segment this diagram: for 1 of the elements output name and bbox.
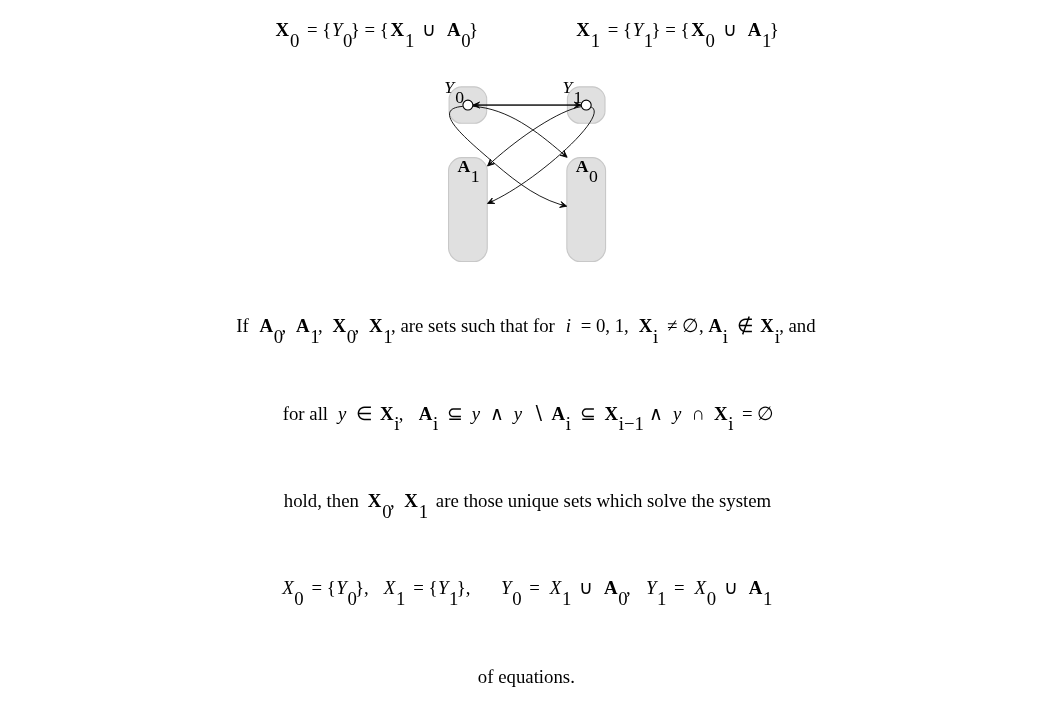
label: of equations. [477, 665, 575, 687]
